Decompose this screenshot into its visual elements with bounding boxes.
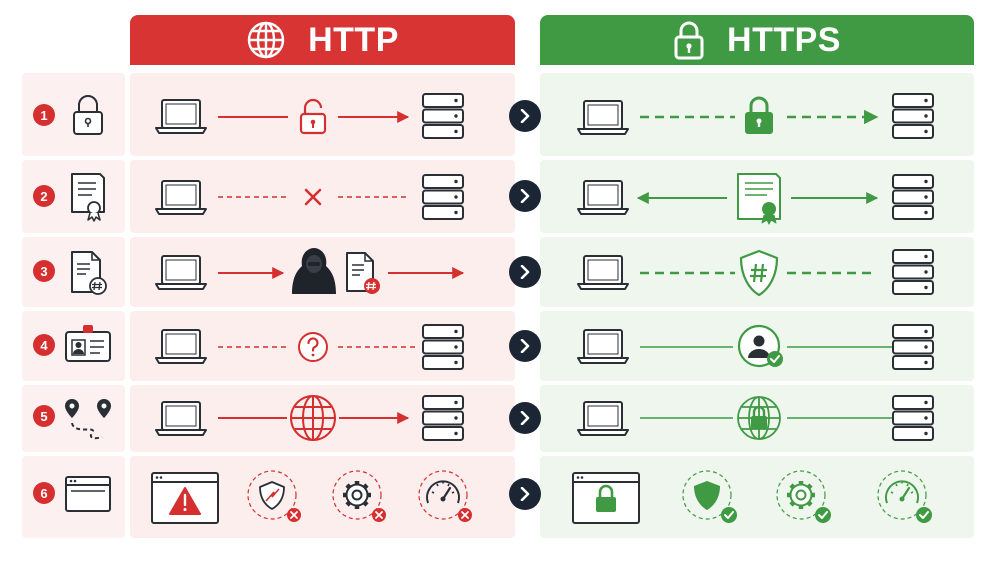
hashed-document-icon [71,251,107,295]
server-icon [892,93,934,139]
compare-arrow-icon [509,330,541,362]
laptop-icon [155,180,207,215]
shield-check-icon [682,470,738,524]
compare-arrow-icon [509,100,541,132]
laptop-icon [577,100,629,135]
http-title: HTTP [308,20,399,59]
row-number-badge: 5 [33,405,55,427]
row-number-badge: 3 [33,260,55,282]
laptop-icon [155,99,207,134]
verified-user-icon [737,324,784,368]
compare-arrow-icon [509,478,541,510]
hashed-document-icon [346,252,380,294]
laptop-icon [577,180,629,215]
globe-icon [290,395,336,441]
row-number-badge: 1 [33,104,55,126]
x-mark-icon [304,188,322,206]
server-icon [892,324,934,370]
question-mark-icon [298,332,328,362]
route-pins-icon [65,399,111,440]
laptop-icon [155,401,207,436]
open-padlock-icon [299,98,327,135]
https-title: HTTPS [727,20,841,59]
server-icon [892,174,934,220]
laptop-icon [155,255,207,290]
laptop-icon [577,329,629,364]
laptop-icon [577,401,629,436]
hash-shield-icon [739,249,779,297]
browser-window-icon [65,476,111,512]
speedometer-check-icon [877,470,933,524]
gear-check-icon [776,470,832,524]
server-icon [892,395,934,441]
hooded-hacker-icon [292,248,336,294]
laptop-icon [155,329,207,364]
gear-fail-icon [332,470,387,523]
secure-globe-icon [737,396,781,440]
https-header: HTTPS [540,15,974,65]
id-card-icon [65,325,111,362]
compare-arrow-icon [509,402,541,434]
certificate-icon [737,173,781,225]
server-icon [422,324,464,370]
compare-arrow-icon [509,180,541,212]
browser-warning-icon [151,472,219,524]
speedometer-fail-icon [418,470,473,523]
broken-shield-icon [247,470,302,523]
server-icon [422,93,464,139]
padlock-icon [73,95,103,135]
server-icon [422,395,464,441]
http-header: HTTP [130,15,515,65]
row-number-badge: 2 [33,185,55,207]
padlock-icon [674,21,704,60]
certificate-icon [71,173,105,222]
laptop-icon [577,255,629,290]
globe-icon [247,21,285,59]
row-number-badge: 6 [33,482,55,504]
row-number-badge: 4 [33,334,55,356]
server-icon [892,249,934,295]
closed-padlock-icon [745,96,773,134]
server-icon [422,174,464,220]
compare-arrow-icon [509,256,541,288]
browser-lock-icon [572,472,640,524]
